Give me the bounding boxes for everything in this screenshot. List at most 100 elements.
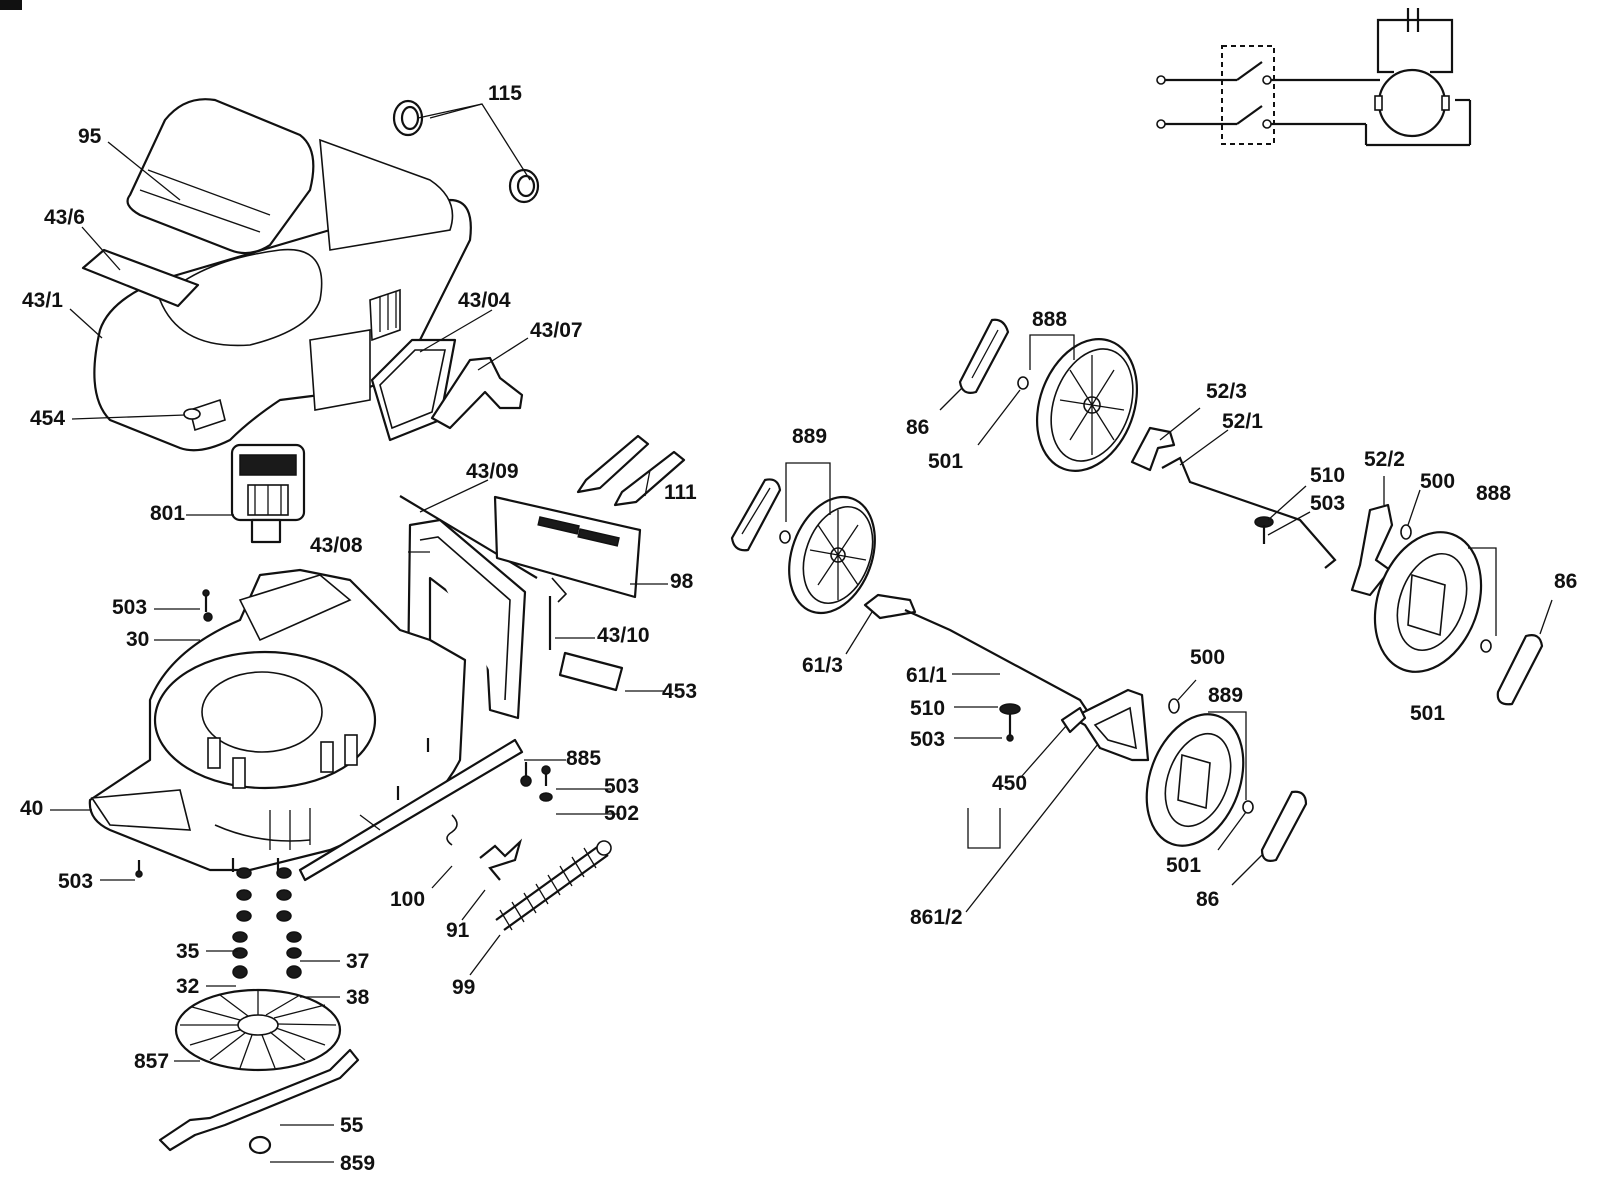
label-99: 99 (452, 976, 475, 999)
blade-part-55 (158, 1048, 360, 1152)
label-888-right: 888 (1476, 482, 1511, 505)
fan-part-857 (174, 988, 342, 1072)
wheel-part-888-top (1035, 338, 1139, 472)
motor-part-801 (230, 443, 306, 544)
label-55: 55 (340, 1114, 364, 1137)
label-43-6: 43/6 (44, 206, 85, 229)
label-501-right: 501 (1410, 702, 1445, 725)
label-889-left: 889 (792, 425, 827, 448)
part-43-07 (430, 356, 524, 430)
label-501-front: 501 (1166, 854, 1201, 877)
label-37: 37 (346, 950, 369, 973)
nut-part-859 (248, 1135, 272, 1155)
part-100 (446, 814, 458, 846)
knob-part-115 (392, 99, 540, 204)
label-61-3: 61/3 (802, 654, 843, 677)
bracket-part-61-3 (863, 593, 917, 620)
label-61-1: 61/1 (906, 664, 947, 687)
label-86-right: 86 (1554, 570, 1577, 593)
label-111: 111 (664, 481, 697, 504)
wheel-part-888-right (1373, 531, 1483, 673)
bracket-part-52-3 (1130, 426, 1176, 472)
hubcap-part-889-left (730, 478, 782, 552)
label-38: 38 (346, 986, 370, 1009)
label-503-a: 503 (112, 596, 147, 619)
hubcap-part-86-front (1260, 790, 1308, 862)
clips-part-111 (576, 434, 686, 507)
label-30: 30 (126, 628, 149, 651)
label-52-3: 52/3 (1206, 380, 1247, 403)
label-888-top: 888 (1032, 308, 1067, 331)
label-503-b: 503 (604, 775, 639, 798)
label-52-1: 52/1 (1222, 410, 1263, 433)
washer-stacks (232, 867, 302, 979)
hubcap-part-86-right (1496, 634, 1544, 706)
wheel-part-889-left (788, 495, 876, 615)
label-500-mid: 500 (1190, 646, 1225, 669)
rod-part-43-09 (399, 495, 538, 579)
axle-part-52-1 (1161, 456, 1337, 569)
label-52-2: 52/2 (1364, 448, 1405, 471)
washer-part-501-right (1480, 639, 1492, 653)
screws (135, 589, 553, 878)
label-510-mid: 510 (910, 697, 945, 720)
label-857: 857 (134, 1050, 169, 1073)
washer-screw-part-510-503-mid (999, 703, 1021, 742)
wiring-diagram (1156, 8, 1472, 147)
label-32: 32 (176, 975, 199, 998)
housing-cover-part-43-1 (93, 138, 472, 452)
label-801: 801 (150, 502, 185, 525)
label-91: 91 (446, 919, 470, 942)
label-43-1: 43/1 (22, 289, 63, 312)
axle-part-61-1 (904, 608, 1089, 713)
label-500-top: 500 (1420, 470, 1455, 493)
washer-part-501-front (1242, 800, 1254, 814)
label-plate-part-43-6 (81, 248, 200, 308)
coil-spring-part-99 (495, 840, 612, 931)
label-503-top: 503 (1310, 492, 1345, 515)
washer-part-501-top (1017, 376, 1029, 390)
label-43-10: 43/10 (597, 624, 650, 647)
part-500-top (1400, 524, 1412, 540)
label-98: 98 (670, 570, 694, 593)
washer-screw-part-510-503-top (1254, 516, 1274, 544)
spring-part-43-10 (548, 577, 568, 650)
label-43-04: 43/04 (458, 289, 511, 312)
label-503-mid: 503 (910, 728, 945, 751)
part-500-mid (1168, 698, 1180, 714)
label-453: 453 (662, 680, 697, 703)
axle-rod-part-885 (298, 738, 524, 882)
label-40: 40 (20, 797, 43, 820)
label-859: 859 (340, 1152, 375, 1175)
wheel-part-889-front (1145, 713, 1245, 847)
label-95: 95 (78, 125, 102, 148)
label-86-top: 86 (906, 416, 929, 439)
bracket-part-91 (479, 838, 523, 881)
bracket-part-450-861-2 (1060, 688, 1150, 762)
label-43-09: 43/09 (466, 460, 519, 483)
hubcap-part-86-top (958, 318, 1010, 394)
washer-part-889-left (779, 530, 791, 544)
label-889-front: 889 (1208, 684, 1243, 707)
grip-cover-part-95 (126, 98, 315, 255)
label-501-top: 501 (928, 450, 963, 473)
label-450: 450 (992, 772, 1027, 795)
label-100: 100 (390, 888, 425, 911)
label-510-top: 510 (1310, 464, 1345, 487)
label-43-08: 43/08 (310, 534, 363, 557)
label-86-front: 86 (1196, 888, 1219, 911)
plate-part-98 (493, 495, 642, 599)
label-43-07: 43/07 (530, 319, 583, 342)
deck-part-40 (88, 568, 467, 872)
label-115: 115 (488, 82, 522, 105)
part-454 (183, 408, 201, 420)
label-454: 454 (30, 407, 65, 430)
label-part-453 (558, 651, 624, 692)
label-861-2: 861/2 (910, 906, 963, 929)
part-labels: 115 95 43/6 43/1 454 43/04 43/07 801 43/… (20, 82, 1577, 1175)
label-502: 502 (604, 802, 639, 825)
label-35: 35 (176, 940, 200, 963)
corner-marker (0, 0, 22, 10)
frame-part-43-08 (406, 518, 527, 720)
